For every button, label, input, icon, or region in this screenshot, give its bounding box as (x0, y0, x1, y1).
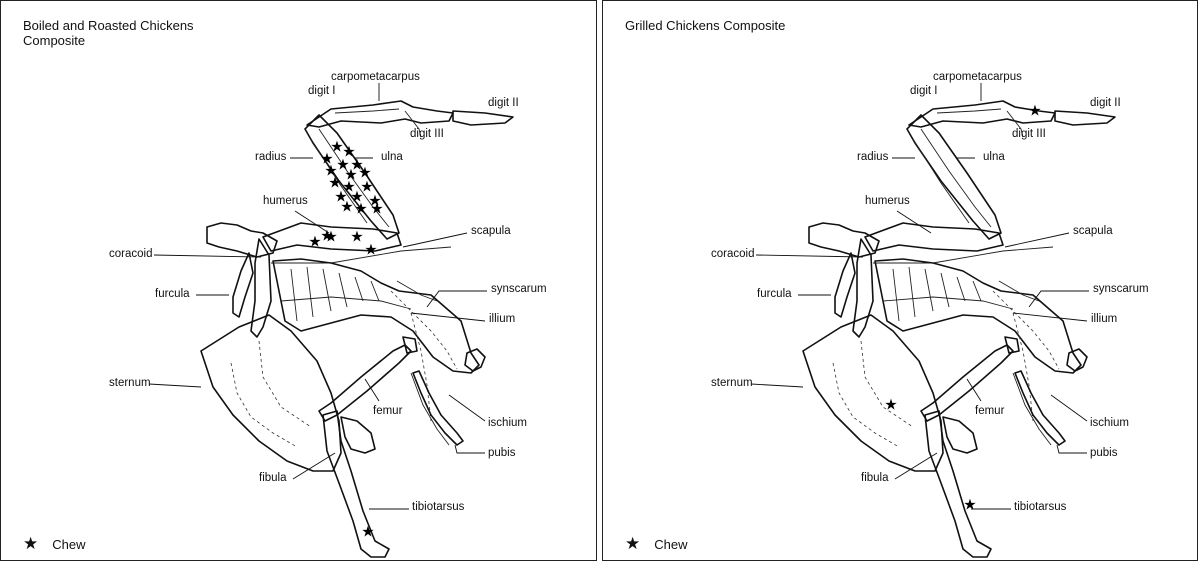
chew-star-icon: ★ (1028, 104, 1041, 119)
bone-label-tibiotarsus: tibiotarsus (1014, 501, 1066, 513)
bone-label-scapula: scapula (1073, 225, 1113, 237)
bone-label-sternum: sternum (711, 377, 753, 389)
bone-label-synscarum: synscarum (1093, 283, 1149, 295)
chew-star-icon: ★ (350, 230, 363, 245)
bone-label-ischium: ischium (1090, 417, 1129, 429)
bone-label-pubis: pubis (1090, 447, 1118, 459)
bone-label-digit2: digit II (1090, 97, 1121, 109)
chew-star-icon: ★ (320, 229, 333, 244)
bone-label-femur: femur (373, 405, 402, 417)
bone-label-digit1: digit I (308, 85, 336, 97)
chicken-skeleton-drawing (603, 1, 1198, 561)
legend: ★ Chew (23, 534, 86, 554)
bone-label-coracoid: coracoid (109, 248, 152, 260)
chew-star-icon: ★ (963, 498, 976, 513)
boiled-roasted-panel: Boiled and Roasted Chickens Composite ca… (0, 0, 597, 561)
bone-label-coracoid: coracoid (711, 248, 754, 260)
bone-label-pubis: pubis (488, 447, 516, 459)
legend-label: Chew (654, 537, 687, 552)
bone-label-sternum: sternum (109, 377, 151, 389)
bone-label-furcula: furcula (757, 288, 792, 300)
bone-label-illium: illium (489, 313, 515, 325)
bone-label-ischium: ischium (488, 417, 527, 429)
chicken-skeleton-drawing (1, 1, 597, 561)
grilled-panel: Grilled Chickens Composite carpometacarp… (602, 0, 1198, 561)
chew-star-icon: ★ (370, 202, 383, 217)
chew-star-icon: ★ (625, 534, 640, 553)
chew-star-icon: ★ (884, 398, 897, 413)
bone-label-ulna: ulna (983, 151, 1005, 163)
bone-label-synscarum: synscarum (491, 283, 547, 295)
chew-star-icon: ★ (23, 534, 38, 553)
bone-label-digit1: digit I (910, 85, 938, 97)
chew-star-icon: ★ (361, 525, 374, 540)
bone-label-digit2: digit II (488, 97, 519, 109)
bone-label-digit3: digit III (1012, 128, 1046, 140)
chew-star-icon: ★ (364, 243, 377, 258)
chew-star-icon: ★ (354, 202, 367, 217)
bone-label-radius: radius (857, 151, 888, 163)
bone-label-carpometacarpus: carpometacarpus (331, 71, 420, 83)
bone-label-illium: illium (1091, 313, 1117, 325)
bone-label-scapula: scapula (471, 225, 511, 237)
bone-label-radius: radius (255, 151, 286, 163)
bone-label-fibula: fibula (861, 472, 889, 484)
bone-label-tibiotarsus: tibiotarsus (412, 501, 464, 513)
legend-label: Chew (52, 537, 85, 552)
bone-label-fibula: fibula (259, 472, 287, 484)
bone-label-carpometacarpus: carpometacarpus (933, 71, 1022, 83)
bone-label-furcula: furcula (155, 288, 190, 300)
bone-label-ulna: ulna (381, 151, 403, 163)
bone-label-humerus: humerus (865, 195, 910, 207)
chew-star-icon: ★ (340, 200, 353, 215)
bone-label-femur: femur (975, 405, 1004, 417)
bone-label-humerus: humerus (263, 195, 308, 207)
bone-label-digit3: digit III (410, 128, 444, 140)
legend: ★ Chew (625, 534, 688, 554)
